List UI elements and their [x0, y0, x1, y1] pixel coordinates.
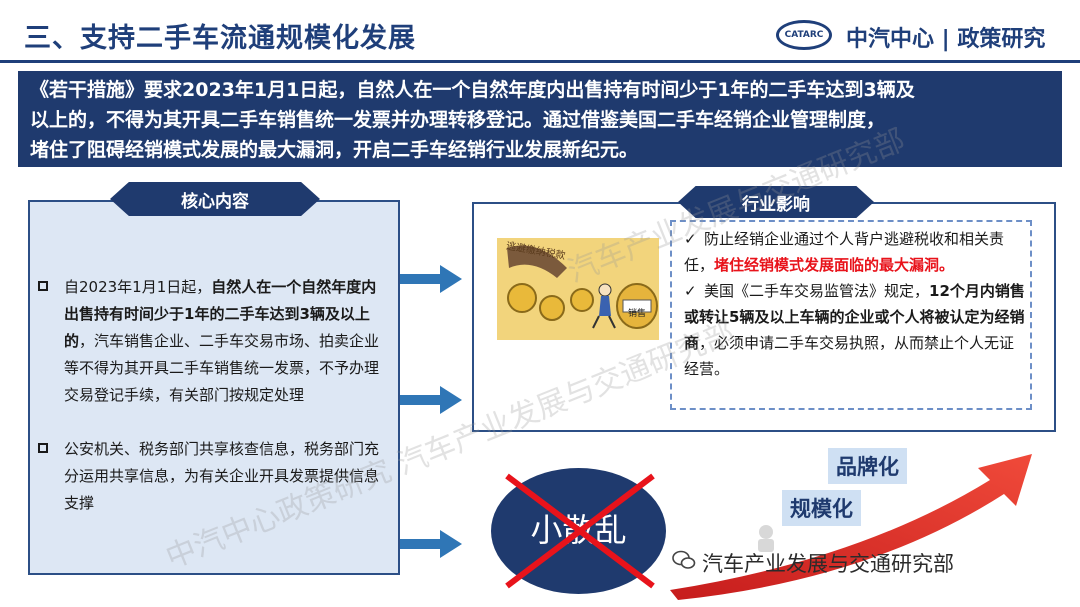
impact-item-2: ✓美国《二手车交易监管法》规定，12个月内销售或转让5辆及以上车辆的企业或个人将… [684, 278, 1026, 382]
impact-dashed-box [670, 220, 1032, 410]
wechat-icon [672, 550, 696, 569]
impact-text: ✓防止经销企业通过个人背户逃避税收和相关责任，堵住经销模式发展面临的最大漏洞。 … [684, 226, 1026, 382]
arrow-right-icon [400, 386, 462, 414]
tax-evasion-cartoon [497, 238, 659, 340]
banner-line-2: 以上的，不得为其开具二手车销售统一发票并办理转移登记。通过借鉴美国二手车经销企业… [30, 109, 886, 131]
brand-label: 品牌化 [828, 448, 907, 484]
core-bullet-1: 自2023年1月1日起，自然人在一个自然年度内出售持有时间少于1年的二手车达到3… [38, 274, 383, 409]
scale-label: 规模化 [782, 490, 861, 526]
catarc-logo: CATARC [776, 20, 832, 50]
core-bullet-2: 公安机关、税务部门共享核查信息，税务部门充分运用共享信息，为有关企业开具发票提供… [38, 436, 383, 517]
checkmark-icon: ✓ [684, 282, 697, 300]
impact-item-1: ✓防止经销企业通过个人背户逃避税收和相关责任，堵住经销模式发展面临的最大漏洞。 [684, 226, 1026, 278]
page-title: 三、支持二手车流通规模化发展 [24, 23, 416, 54]
brand-name: 中汽中心 | 政策研究 [846, 27, 1046, 52]
core-content-heading: 核心内容 [110, 182, 320, 216]
square-bullet-icon [38, 281, 48, 291]
wechat-account-name: 汽车产业发展与交通研究部 [702, 552, 954, 576]
banner-line-3: 堵住了阻碍经销模式发展的最大漏洞，开启二手车经销行业发展新纪元。 [30, 139, 639, 161]
policy-banner: 《若干措施》要求2023年1月1日起，自然人在一个自然年度内出售持有时间少于1年… [18, 71, 1062, 167]
figure-icon [758, 525, 774, 552]
square-bullet-icon [38, 443, 48, 453]
checkmark-icon: ✓ [684, 230, 697, 248]
arrow-right-icon [400, 530, 462, 558]
cartoon-illustration [497, 238, 659, 340]
growth-arrow-icon [670, 454, 1032, 600]
banner-line-1: 《若干措施》要求2023年1月1日起，自然人在一个自然年度内出售持有时间少于1年… [30, 79, 915, 101]
cross-out-icon [505, 473, 655, 589]
industry-impact-heading: 行业影响 [678, 186, 874, 218]
cartoon-sign: 销售 [628, 309, 647, 319]
arrow-right-icon [400, 265, 462, 293]
title-divider [0, 60, 1080, 63]
